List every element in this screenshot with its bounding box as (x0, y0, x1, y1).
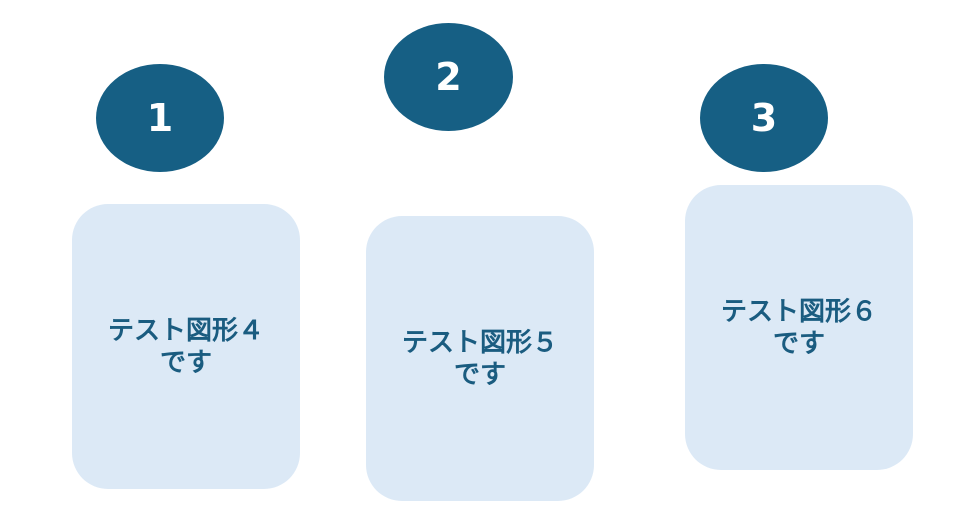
test-shape-4-text: テスト図形４ です (72, 315, 300, 379)
number-badge-label: 1 (146, 96, 174, 140)
test-shape-5-box: テスト図形５ です (366, 216, 594, 501)
number-badge-3: 3 (700, 64, 828, 172)
number-badge-1: 1 (96, 64, 224, 172)
test-shape-5-line1: テスト図形５ (401, 327, 558, 358)
test-shape-5-text: テスト図形５ です (366, 327, 594, 391)
test-shape-6-box: テスト図形６ です (685, 185, 913, 470)
test-shape-6-line2: です (772, 328, 825, 359)
test-shape-4-box: テスト図形４ です (72, 204, 300, 489)
test-shape-6-line1: テスト図形６ (720, 296, 877, 327)
test-shape-4-line2: です (159, 347, 212, 378)
number-badge-2: 2 (384, 23, 513, 131)
test-shape-5-line2: です (453, 359, 506, 390)
number-badge-label: 2 (435, 55, 462, 99)
number-badge-label: 3 (750, 96, 778, 140)
test-shape-4-line1: テスト図形４ (107, 315, 264, 346)
test-shape-6-text: テスト図形６ です (685, 296, 913, 360)
